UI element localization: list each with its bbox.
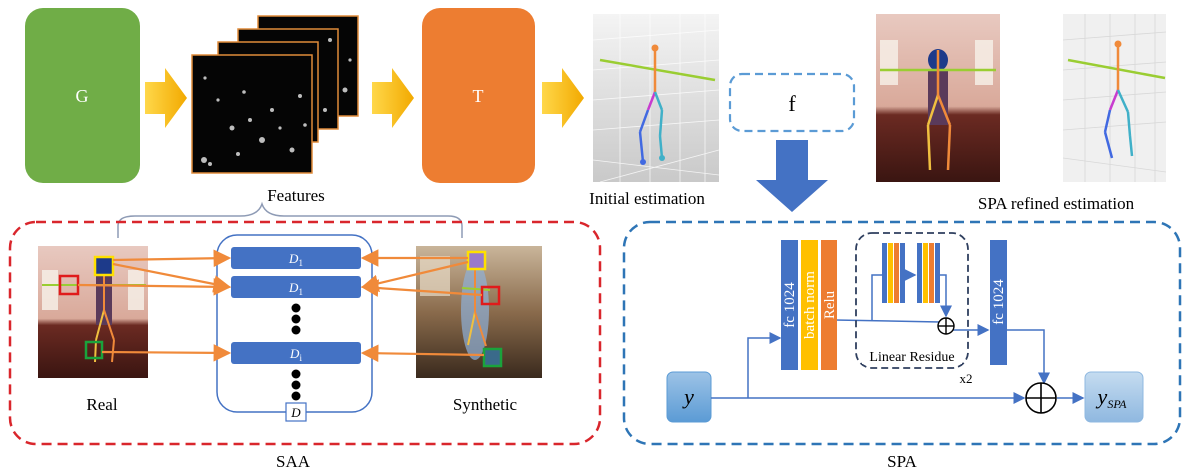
generator-block: G — [25, 8, 140, 183]
d1a-text: D — [288, 251, 299, 266]
discriminator-di: Di — [231, 342, 361, 364]
real-yellow-patch — [93, 255, 115, 277]
discriminator-dots-1 — [291, 303, 301, 335]
di-sub: i — [299, 353, 302, 363]
d1b-text: D — [288, 280, 299, 295]
svg-text:D1: D1 — [288, 251, 303, 268]
refined-estimation-label: SPA refined estimation — [978, 194, 1135, 213]
synthetic-green-patch — [482, 347, 503, 368]
real-label: Real — [86, 395, 117, 414]
real-to-discriminator-arrows — [77, 249, 232, 362]
refined-photo: SPA refined estimation — [876, 14, 1135, 213]
linear-residue-label: Linear Residue — [869, 350, 954, 365]
initial-estimation-plot: Initial estimation — [589, 14, 720, 208]
fc-right-label: fc 1024 — [991, 279, 1007, 325]
f-label: f — [788, 91, 796, 116]
blue-down-arrow — [756, 140, 828, 212]
spa-panel: y fc 1024 batch norm Relu — [622, 220, 1182, 471]
fc-block-right: fc 1024 — [990, 240, 1007, 365]
x2-label: x2 — [960, 371, 973, 386]
features-brace — [117, 201, 463, 238]
mini-bars-2 — [917, 243, 940, 303]
svg-text:D1: D1 — [288, 280, 303, 297]
discriminator-dots-2 — [291, 369, 301, 401]
discriminator-column: D1 D1 Di D — [216, 234, 373, 422]
y-input-box: y — [666, 371, 712, 423]
f-function-box: f — [728, 72, 856, 133]
synthetic-red-patch — [480, 285, 501, 306]
feature-maps-stack: Features — [191, 15, 359, 205]
y-spa-sub: SPA — [1107, 397, 1127, 411]
svg-text:ySPA: ySPA — [1096, 384, 1128, 411]
residue-plus-icon — [937, 317, 955, 335]
fc-left-label: fc 1024 — [782, 282, 798, 328]
d-box-label: D — [290, 405, 301, 420]
spa-title: SPA — [887, 452, 917, 471]
di-text: D — [289, 346, 300, 361]
saa-panel: Real D1 D1 Di D — [8, 220, 602, 471]
transformer-block: T — [422, 8, 535, 183]
refined-estimation-plot — [1062, 14, 1167, 182]
synthetic-to-discriminator-arrows — [360, 249, 485, 363]
gold-arrow-2 — [372, 68, 414, 128]
generator-label: G — [76, 86, 89, 106]
initial-estimation-label: Initial estimation — [589, 189, 705, 208]
spa-flow-lines — [711, 269, 1085, 404]
relu-block: Relu — [821, 240, 838, 370]
gold-arrow-3 — [542, 68, 584, 128]
batch-norm-label: batch norm — [802, 271, 818, 339]
d1a-sub: 1 — [298, 258, 303, 268]
relu-label: Relu — [822, 290, 838, 319]
d1b-sub: 1 — [298, 287, 303, 297]
y-spa-text: y — [1096, 384, 1108, 409]
mini-bars-1 — [882, 243, 905, 303]
fc-block-left: fc 1024 — [781, 240, 798, 370]
synthetic-photo — [416, 246, 542, 378]
transformer-label: T — [473, 86, 484, 106]
real-photo — [38, 246, 148, 378]
discriminator-d1-a: D1 — [231, 247, 361, 269]
y-input-label: y — [682, 384, 694, 409]
discriminator-d1-b: D1 — [231, 276, 361, 298]
svg-text:Di: Di — [289, 346, 302, 363]
saa-title: SAA — [276, 452, 311, 471]
synthetic-label: Synthetic — [453, 395, 518, 414]
features-label: Features — [267, 186, 325, 205]
real-green-patch — [84, 340, 104, 360]
output-plus-icon — [1025, 382, 1057, 414]
synthetic-yellow-patch — [466, 250, 487, 271]
linear-residue-block: Linear Residue x2 — [855, 232, 973, 386]
batch-norm-block: batch norm — [801, 240, 818, 370]
gold-arrow-1 — [145, 68, 187, 128]
y-spa-output-box: ySPA — [1084, 371, 1144, 423]
